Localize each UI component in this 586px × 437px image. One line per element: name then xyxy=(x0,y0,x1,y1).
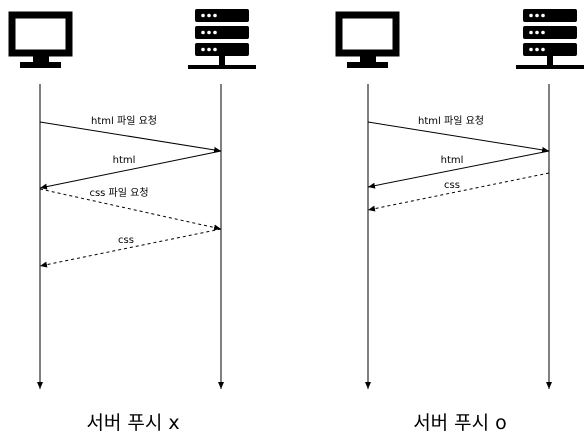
message-label: html xyxy=(441,155,464,166)
message-label: css xyxy=(118,235,134,246)
message-arrow xyxy=(39,150,222,190)
message-label: html xyxy=(113,155,136,166)
server-icon xyxy=(188,9,256,69)
message-arrow xyxy=(39,228,222,268)
monitor-icon xyxy=(335,11,400,68)
panel-server-push-off: html 파일 요청 html css 파일 요청 css 서버 푸시 x xyxy=(8,9,256,434)
monitor-icon xyxy=(8,11,73,68)
message-label: css xyxy=(444,180,460,191)
message-arrow xyxy=(39,121,222,153)
message-label: css 파일 요청 xyxy=(89,187,148,199)
panel-caption: 서버 푸시 o xyxy=(413,412,507,434)
panel-server-push-on: html 파일 요청 html css 서버 푸시 o xyxy=(335,9,584,434)
message-label: html 파일 요청 xyxy=(91,115,157,127)
panel-caption: 서버 푸시 x xyxy=(86,412,179,434)
server-icon xyxy=(516,9,584,69)
message-arrow xyxy=(39,188,222,231)
message-arrow xyxy=(367,121,550,153)
message-arrow xyxy=(367,172,550,212)
message-arrow xyxy=(367,150,550,189)
message-label: html 파일 요청 xyxy=(418,115,484,127)
